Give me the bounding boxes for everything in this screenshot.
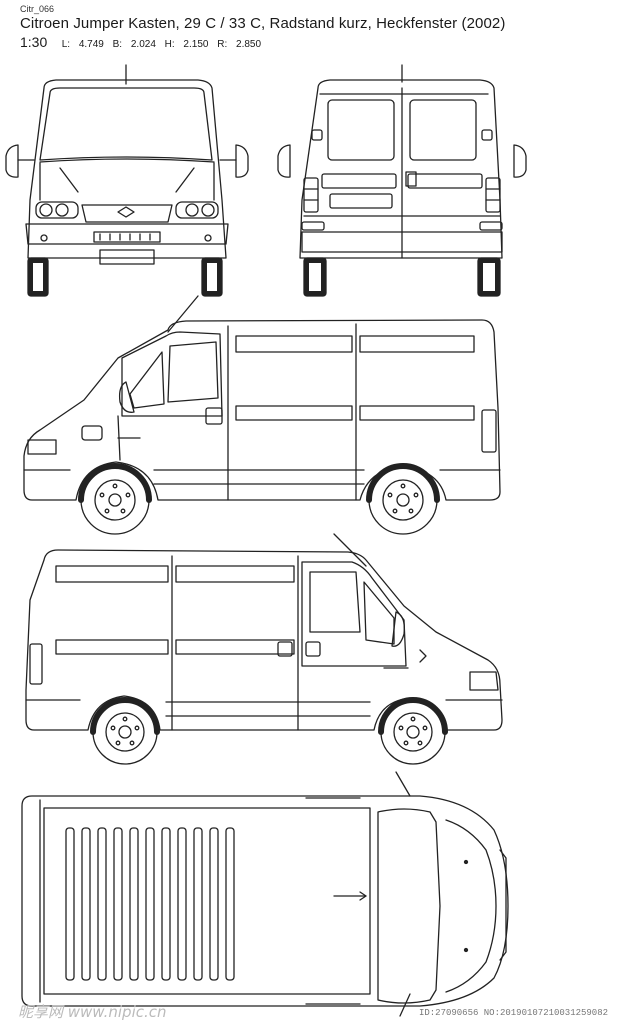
dimensions-label: L: 4.749 B: 2.024 H: 2.150 R: 2.850 — [61, 39, 262, 50]
spec-line: 1:30 L: 4.749 B: 2.024 H: 2.150 R: 2.850 — [20, 34, 505, 52]
top-view — [21, 771, 509, 1017]
side-view-right — [25, 533, 503, 765]
watermark-id: ID:27090656 NO:20190107210031259082 — [418, 1008, 608, 1018]
drawing-title: Citroen Jumper Kasten, 29 C / 33 C, Rads… — [20, 15, 506, 32]
side-view-left — [23, 295, 501, 535]
header: Citr_066 Citroen Jumper Kasten, 29 C / 3… — [20, 4, 505, 52]
front-view — [5, 64, 249, 297]
watermark-logo: 昵享网 www.nipic.cn — [18, 1003, 167, 1021]
drawing-code: Citr_066 — [20, 4, 55, 14]
rear-view — [277, 64, 527, 297]
scale-label: 1:30 — [20, 34, 48, 50]
